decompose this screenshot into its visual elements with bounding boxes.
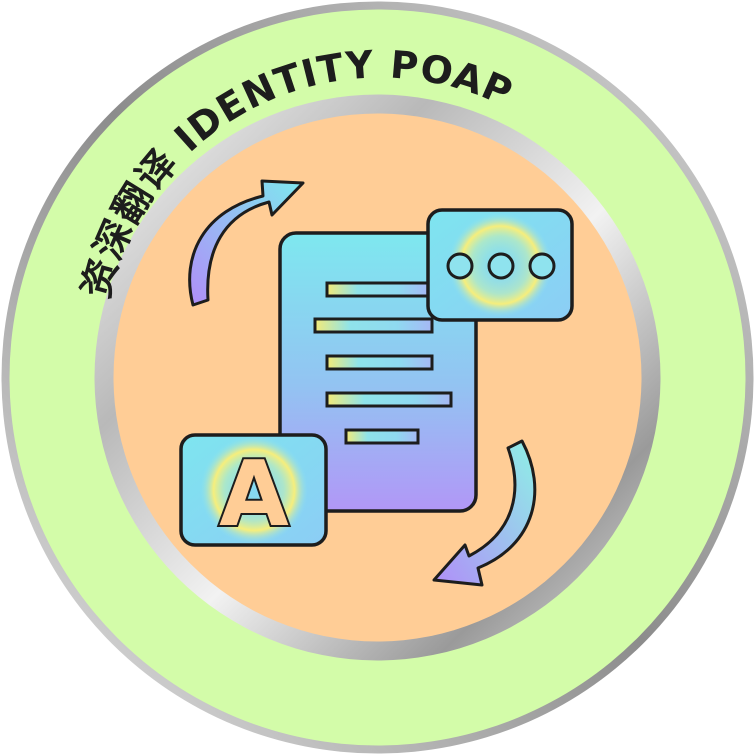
ellipsis-dot: [528, 252, 556, 280]
curved-arrow-counterclockwise-icon: [432, 439, 537, 587]
document-line: [313, 317, 434, 334]
letter-card-text: A: [219, 442, 289, 547]
letter-a-card-icon: A: [179, 433, 328, 549]
document-line: [325, 354, 434, 371]
curved-arrow-clockwise-icon: [188, 179, 305, 307]
document-line: [325, 281, 431, 298]
speech-bubble-ellipsis-icon: [426, 208, 574, 322]
document-line: [325, 391, 453, 408]
card-glow: [200, 436, 308, 544]
document-line: [344, 428, 420, 445]
ellipsis-dot: [487, 252, 515, 280]
ellipsis-dot: [446, 252, 474, 280]
